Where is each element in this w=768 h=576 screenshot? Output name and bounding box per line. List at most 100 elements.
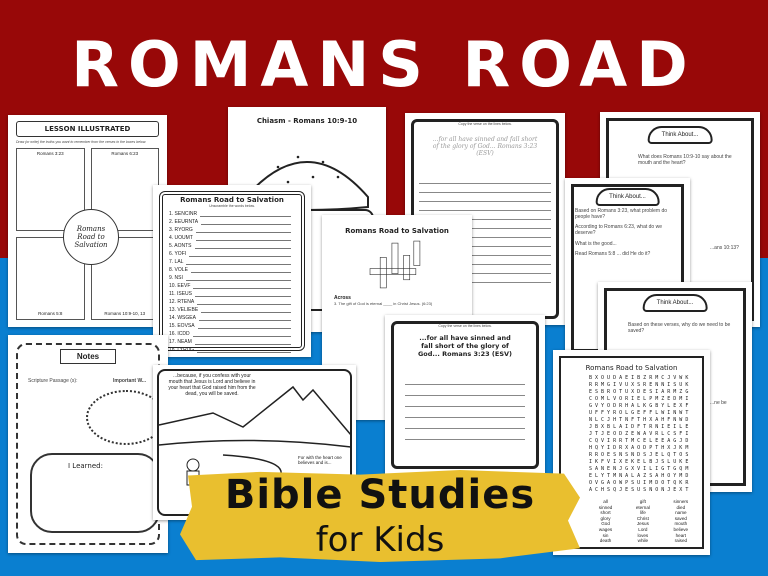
crossword-title: Romans Road to Salvation <box>345 227 449 235</box>
copy-verse-sheet-2: Copy the verse on the lines below. ...fo… <box>385 315 545 475</box>
lesson-instructions: Draw (or write) the truths you want to r… <box>16 140 147 144</box>
unscramble-item: 14. WSGEA <box>169 313 291 321</box>
unscramble-item: 11. ISEUS <box>169 289 291 297</box>
unscramble-item: 17. NEAM <box>169 337 291 345</box>
unscramble-title: Romans Road to Salvation <box>180 196 284 204</box>
word-item: all <box>603 499 608 504</box>
notes-title: Notes <box>60 349 116 364</box>
word-item: Jesus <box>636 521 649 527</box>
unscramble-item: 16. ICDD <box>169 329 291 337</box>
unscramble-item: 6. YOFI <box>169 249 291 257</box>
grid-row: O V G A O W P S U I M D O T Q K R <box>589 480 689 486</box>
question: ...ne be <box>710 400 727 406</box>
box-romans-5-8: Romans 5:8 <box>16 236 85 320</box>
grid-row: S A N E N J G X V I L I G T G Q M <box>589 466 689 472</box>
grid-row: H Q Y I D R X A O D P T H X J K M <box>589 445 689 451</box>
writing-lines <box>419 175 551 283</box>
question: ...ans 10:13? <box>710 245 739 251</box>
unscramble-item: 12. RTENA <box>169 297 291 305</box>
grid-row: U F F Y R O L G E F F L W I N W T <box>589 410 689 416</box>
word-item: sinners <box>673 499 689 504</box>
word-item: life <box>639 510 646 516</box>
word-item: eternal <box>635 504 650 510</box>
banner-subtitle: for Kids <box>315 520 445 560</box>
unscramble-item: 2. EEURNTA <box>169 217 291 225</box>
think-about-tab: Think About... <box>647 126 713 144</box>
word-item: death <box>599 538 612 544</box>
question: According to Romans 6:23, what do we des… <box>575 224 662 236</box>
word-item: loves <box>637 532 649 538</box>
grid-row: R R O E S N S N D S J E L Q T O S <box>589 452 689 458</box>
verse-text: ...for all have sinned and fall short of… <box>417 334 513 358</box>
coloring-verse-2: For with the heart one believes and is..… <box>298 455 342 465</box>
unscramble-item: 15. EOVSA <box>169 321 291 329</box>
grid-row: E S B R O T U X D E S I A R M Z G <box>589 389 689 395</box>
grid-row: N L C J H T N F T H X A H F N W D <box>589 417 689 423</box>
grid-row: E L Y T M N A L A Z S A H O Y M D <box>589 473 689 479</box>
notes-sheet: Notes Scripture Passage (s): Important W… <box>8 335 168 553</box>
verse-text: ...for all have sinned and fall short of… <box>432 136 538 157</box>
word-item: died <box>676 504 686 510</box>
word-search-sheet: Romans Road to Salvation B X O U D A E I… <box>553 350 710 555</box>
unscramble-item: 10. EEVF <box>169 281 291 289</box>
unscramble-item: 5. AONTS <box>169 241 291 249</box>
question: What is the good... <box>575 241 617 247</box>
unscramble-item: 3. RYORG <box>169 225 291 233</box>
grid-row: I K F V I X E K E L B J S L U K E <box>589 459 689 465</box>
word-item: short <box>600 510 611 516</box>
writing-lines <box>405 374 525 440</box>
copy-header: Copy the verse on the lines below. <box>438 324 492 328</box>
grid-row: J T J E O D Z E W A V R L C S F I <box>589 431 689 437</box>
grid-row: A C H S Q J E S U S N O N J E X T <box>589 487 689 493</box>
question: Based on Romans 3:23, what problem do pe… <box>575 208 667 220</box>
word-item: sin <box>602 532 609 538</box>
page-title: ROMANS ROAD <box>71 28 697 101</box>
word-item: mouth <box>674 521 688 527</box>
clue: 3. The gift of God is eternal ____ in Ch… <box>334 301 433 306</box>
word-item: while <box>637 538 649 544</box>
question: Read Romans 5:8 ... did He do it? <box>575 251 651 257</box>
unscramble-item: 4. UOUMT <box>169 233 291 241</box>
word-search-title: Romans Road to Salvation <box>585 364 678 372</box>
banner-title: Bible Studies <box>224 472 536 518</box>
grid-row: C Q V I R R T M C E L E E A G J D <box>589 438 689 444</box>
grid-row: G V Y O D R H A L K G B Y L E X F <box>589 403 689 409</box>
grid-row: R R M G I V U X S R E N N I S U K <box>589 382 689 388</box>
lesson-illustrated-sheet: LESSON ILLUSTRATED Draw (or write) the t… <box>8 115 167 327</box>
word-item: sinned <box>598 504 613 510</box>
grid-row: C O M L V O R I E L P M Z E D M I <box>589 396 689 402</box>
word-item: wages <box>598 526 613 532</box>
coloring-sheet: ...because, if you confess with your mou… <box>153 365 356 520</box>
scripture-label: Scripture Passage (s): <box>28 378 78 384</box>
grid-row: B X O U D A E I B Z R M C J V W K <box>589 375 689 381</box>
crossword-grid <box>369 240 421 289</box>
word-item: God <box>601 521 610 527</box>
unscramble-item: 9. NSI <box>169 273 291 281</box>
think-about-tab: Think About... <box>595 188 660 206</box>
question: Based on these verses, why do we need to… <box>628 322 731 334</box>
word-item: raised <box>674 538 688 544</box>
unscramble-item: 8. VOLE <box>169 265 291 273</box>
across-heading: Across <box>334 295 351 301</box>
question: What does Romans 10:9-10 say about the m… <box>638 154 732 166</box>
think-about-tab: Think About... <box>642 294 708 312</box>
word-item: heart <box>675 532 687 538</box>
word-item: saved <box>674 515 687 521</box>
unscramble-subtitle: Unscramble the words below. <box>209 204 255 208</box>
box-romans-3-23: Romans 3:23 <box>16 148 85 231</box>
yellow-brush-banner <box>180 470 580 562</box>
unscramble-item: 1. SENCINR <box>169 209 291 217</box>
learned-label: I Learned: <box>68 462 103 470</box>
word-item: Christ <box>636 515 649 521</box>
copy-header: Copy the verse on the lines below. <box>458 122 512 126</box>
important-label: Important W... <box>113 378 147 384</box>
word-item: Lord <box>638 526 648 532</box>
unscramble-item: 13. VELIEBE <box>169 305 291 313</box>
grid-row: J B X B L A I D F T R N I E I L E <box>589 424 689 430</box>
chiasm-title: Chiasm - Romans 10:9-10 <box>256 117 358 125</box>
